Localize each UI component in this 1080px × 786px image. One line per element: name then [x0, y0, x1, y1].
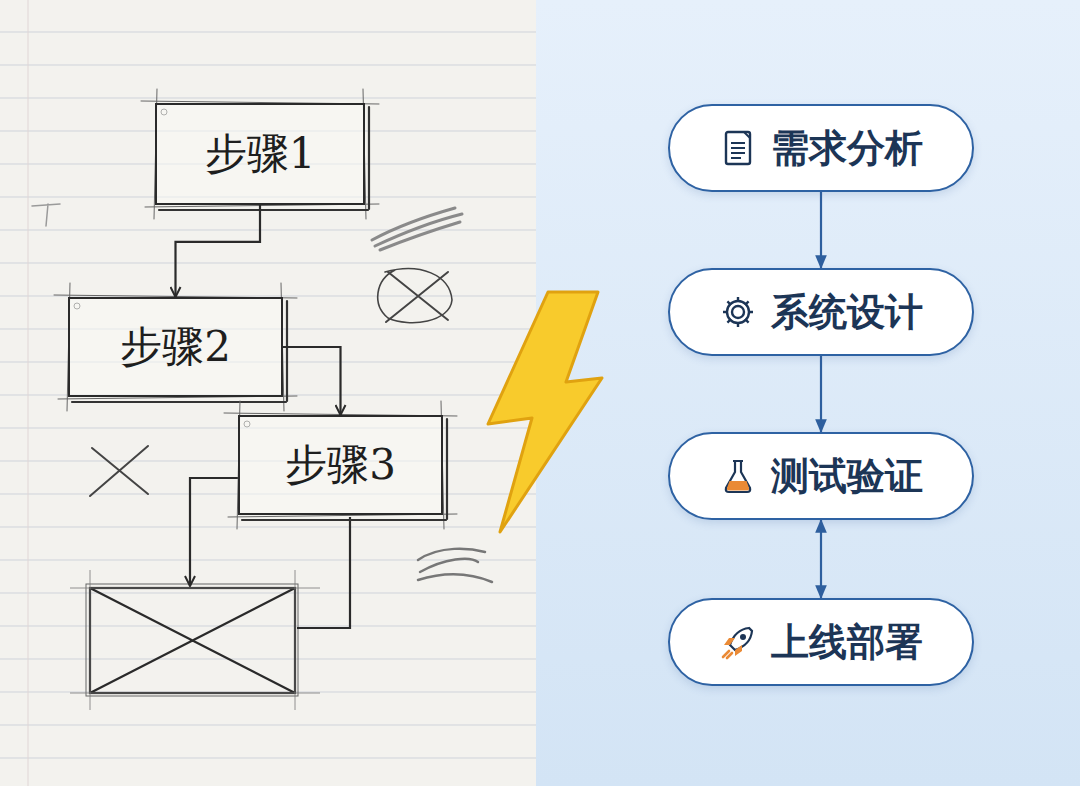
pencil-stroke — [242, 519, 446, 521]
pencil-stroke — [159, 209, 368, 211]
blue-panel — [536, 0, 1080, 786]
gear-icon — [719, 293, 757, 331]
sketch-box: 步骤3 — [238, 415, 443, 515]
sketch-box: 步骤2 — [68, 297, 283, 397]
step-label: 系统设计 — [771, 287, 923, 338]
pencil-stroke — [72, 401, 286, 403]
process-pill: 上线部署 — [668, 598, 974, 686]
doc-icon — [719, 129, 757, 167]
pencil-arrow — [176, 205, 261, 297]
sketch-link — [297, 517, 350, 628]
pencil-stroke — [368, 107, 370, 209]
sketch-link — [190, 478, 238, 586]
process-pill: 测试验证 — [668, 432, 974, 520]
process-pill: 系统设计 — [668, 268, 974, 356]
paper-margin — [28, 0, 29, 786]
pencil-stroke — [286, 301, 288, 401]
pencil-arrow — [283, 347, 341, 415]
step-label: 上线部署 — [771, 617, 923, 668]
pencil-stroke — [446, 419, 448, 519]
paper — [0, 0, 536, 786]
step-label: 步骤3 — [285, 437, 396, 493]
rocket-icon — [719, 623, 757, 661]
paper-lines — [0, 0, 536, 786]
lightning-bolt — [488, 292, 602, 532]
step-label: 步骤1 — [205, 126, 316, 182]
flow-arrow — [820, 192, 822, 268]
flow-arrow — [820, 356, 822, 432]
step-label: 测试验证 — [771, 451, 923, 502]
crossed-box — [70, 570, 320, 710]
step-label: 需求分析 — [771, 123, 923, 174]
sketch-box: 步骤1 — [155, 103, 365, 205]
flow-arrow — [820, 520, 822, 598]
flask-icon — [719, 457, 757, 495]
step-label: 步骤2 — [120, 319, 231, 375]
pencil-marks — [32, 204, 492, 582]
process-pill: 需求分析 — [668, 104, 974, 192]
